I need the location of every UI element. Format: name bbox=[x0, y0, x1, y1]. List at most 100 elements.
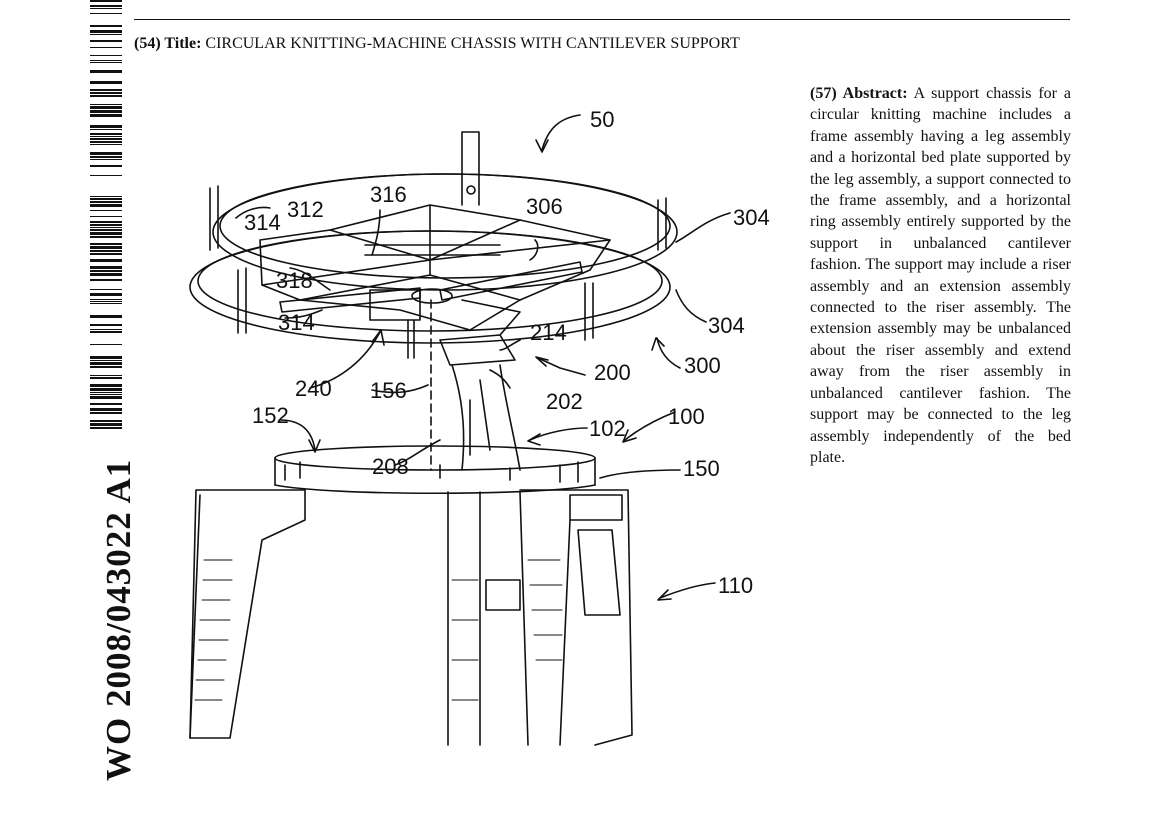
barcode-bar bbox=[90, 375, 122, 376]
title-label: (54) Title: bbox=[134, 35, 201, 52]
barcode-bar bbox=[90, 259, 122, 262]
ref-240: 240 bbox=[295, 376, 332, 401]
barcode-bar bbox=[90, 221, 122, 223]
ref-316: 316 bbox=[370, 182, 407, 207]
barcode-bar bbox=[90, 408, 122, 411]
barcode-bar bbox=[90, 114, 122, 117]
barcode-bar bbox=[90, 34, 122, 35]
barcode-bar bbox=[90, 329, 122, 330]
barcode-bar bbox=[90, 159, 122, 160]
ref-50: 50 bbox=[590, 107, 614, 132]
barcode-bar bbox=[90, 13, 122, 14]
barcode-bar bbox=[90, 210, 122, 211]
ref-150: 150 bbox=[683, 456, 720, 481]
barcode-bar bbox=[90, 299, 122, 300]
barcode-bar bbox=[90, 81, 122, 84]
barcode-bar bbox=[90, 62, 122, 63]
barcode-bar bbox=[90, 229, 122, 231]
barcode-bar bbox=[90, 165, 122, 167]
barcode-bar bbox=[90, 243, 122, 245]
barcode-bar bbox=[90, 106, 122, 109]
barcode-bar bbox=[90, 388, 122, 391]
barcode-bar bbox=[90, 0, 122, 2]
barcode-bar bbox=[90, 384, 122, 387]
ref-208: 208 bbox=[372, 454, 409, 479]
barcode-bar bbox=[90, 47, 122, 48]
barcode-bar bbox=[90, 55, 122, 56]
ref-304-top: 304 bbox=[733, 205, 770, 230]
barcode-bar bbox=[90, 70, 122, 73]
barcode-bar bbox=[90, 89, 122, 91]
barcode-bar bbox=[90, 303, 122, 304]
ref-102: 102 bbox=[589, 416, 626, 441]
barcode bbox=[90, 0, 122, 440]
barcode-bar bbox=[90, 8, 122, 9]
barcode-bar bbox=[90, 232, 122, 235]
barcode-bar bbox=[90, 216, 122, 217]
abstract-label: (57) Abstract: bbox=[810, 85, 908, 102]
abstract-text: A support chassis for a circular knittin… bbox=[810, 85, 1071, 466]
barcode-bar bbox=[90, 266, 122, 269]
barcode-bar bbox=[90, 324, 122, 326]
barcode-bar bbox=[90, 133, 122, 135]
ref-100: 100 bbox=[668, 404, 705, 429]
barcode-bar bbox=[90, 30, 122, 33]
barcode-bar bbox=[90, 279, 122, 281]
ref-200: 200 bbox=[594, 360, 631, 385]
ref-110: 110 bbox=[718, 573, 753, 598]
barcode-bar bbox=[90, 423, 122, 426]
title-line: (54) Title: CIRCULAR KNITTING-MACHINE CH… bbox=[134, 35, 740, 53]
barcode-bar bbox=[90, 356, 122, 359]
barcode-bar bbox=[90, 344, 122, 345]
barcode-bar bbox=[90, 394, 122, 395]
barcode-bar bbox=[90, 403, 122, 405]
barcode-bar bbox=[90, 25, 122, 27]
ref-300: 300 bbox=[684, 353, 721, 378]
barcode-bar bbox=[90, 250, 122, 252]
barcode-bar bbox=[90, 301, 122, 302]
barcode-bar bbox=[90, 420, 122, 422]
barcode-bar bbox=[90, 196, 122, 197]
barcode-bar bbox=[90, 331, 122, 333]
ref-312: 312 bbox=[287, 197, 324, 222]
barcode-bar bbox=[90, 110, 122, 113]
patent-drawing: 50 316 312 314 306 304 318 314 214 304 3… bbox=[170, 95, 790, 765]
barcode-bar bbox=[90, 224, 122, 226]
ref-314-top: 314 bbox=[244, 210, 281, 235]
barcode-bar bbox=[90, 273, 122, 276]
barcode-bar bbox=[90, 412, 122, 414]
barcode-bar bbox=[90, 204, 122, 207]
ref-202: 202 bbox=[546, 389, 583, 414]
ref-214: 214 bbox=[530, 320, 567, 345]
barcode-bar bbox=[90, 95, 122, 97]
barcode-bar bbox=[90, 315, 122, 318]
ref-156: 156 bbox=[370, 378, 407, 403]
barcode-bar bbox=[90, 125, 122, 128]
barcode-bar bbox=[90, 392, 122, 393]
ref-152: 152 bbox=[252, 403, 289, 428]
barcode-bar bbox=[90, 129, 122, 130]
barcode-bar bbox=[90, 40, 122, 42]
ref-306: 306 bbox=[526, 194, 563, 219]
barcode-bar bbox=[90, 396, 122, 399]
barcode-bar bbox=[90, 104, 122, 105]
header-rule bbox=[134, 19, 1070, 20]
barcode-bar bbox=[90, 293, 122, 296]
barcode-bar bbox=[90, 227, 122, 228]
ref-304-bottom: 304 bbox=[708, 313, 745, 338]
barcode-bar bbox=[90, 366, 122, 368]
barcode-bar bbox=[90, 156, 122, 158]
ref-318: 318 bbox=[276, 268, 313, 293]
barcode-bar bbox=[90, 253, 122, 255]
abstract: (57) Abstract: A support chassis for a c… bbox=[810, 83, 1071, 468]
barcode-bar bbox=[90, 5, 122, 7]
barcode-bar bbox=[90, 270, 122, 272]
barcode-bar bbox=[90, 136, 122, 137]
barcode-bar bbox=[90, 60, 122, 61]
barcode-bar bbox=[90, 138, 122, 140]
barcode-bar bbox=[90, 144, 122, 145]
barcode-bar bbox=[90, 246, 122, 249]
barcode-bar bbox=[90, 362, 122, 365]
barcode-bar bbox=[90, 175, 122, 176]
barcode-bar bbox=[90, 427, 122, 429]
